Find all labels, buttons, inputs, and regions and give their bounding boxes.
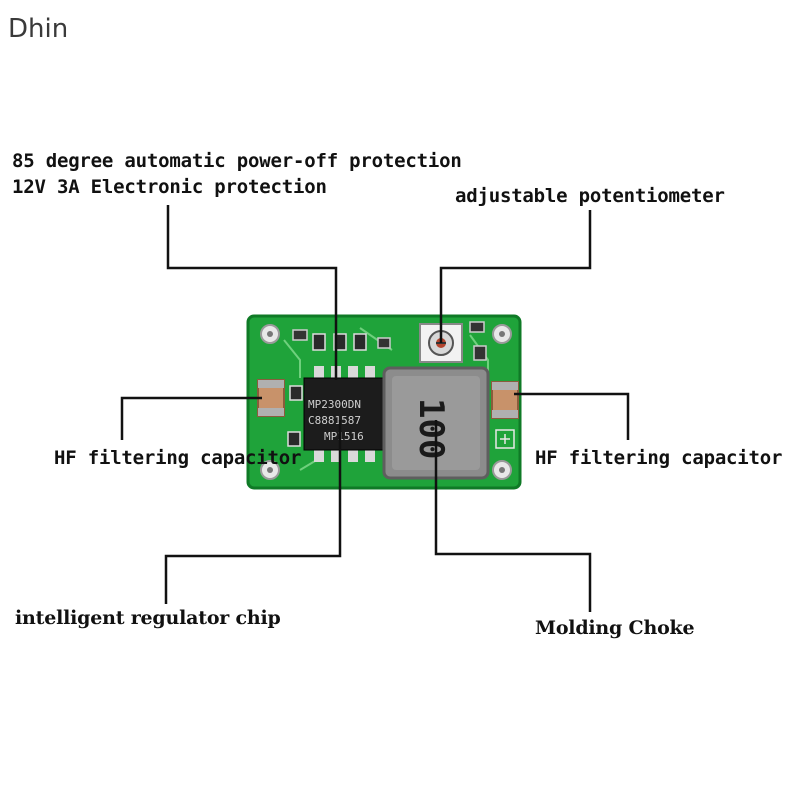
label-capacitor-left: HF filtering capacitor [54, 447, 302, 469]
leader-chip [164, 420, 342, 604]
label-protection-line1: 85 degree automatic power-off protection [12, 150, 462, 172]
leader-lines [120, 205, 630, 612]
leader-choke [434, 420, 592, 612]
label-potentiometer: adjustable potentiometer [455, 185, 725, 207]
chip-marking-1: MP2300DN [308, 398, 361, 411]
leader-capacitor-left [120, 396, 262, 440]
label-capacitor-right: HF filtering capacitor [535, 447, 783, 469]
chip-marking-3: MP1516 [324, 430, 364, 443]
right-capacitor [491, 381, 519, 419]
label-choke: Molding Choke [535, 617, 695, 639]
label-protection-line2: 12V 3A Electronic protection [12, 176, 327, 198]
regulator-chip: MP2300DN C8881587 MP1516 [303, 366, 385, 462]
leader-capacitor-right [514, 392, 630, 440]
inductor-marking: 100 [411, 398, 451, 459]
leader-protection [166, 205, 338, 380]
chip-marking-2: C8881587 [308, 414, 361, 427]
leader-potentiometer [439, 210, 592, 343]
brand-watermark: Dhin [8, 14, 69, 44]
label-chip: intelligent regulator chip [15, 607, 281, 629]
